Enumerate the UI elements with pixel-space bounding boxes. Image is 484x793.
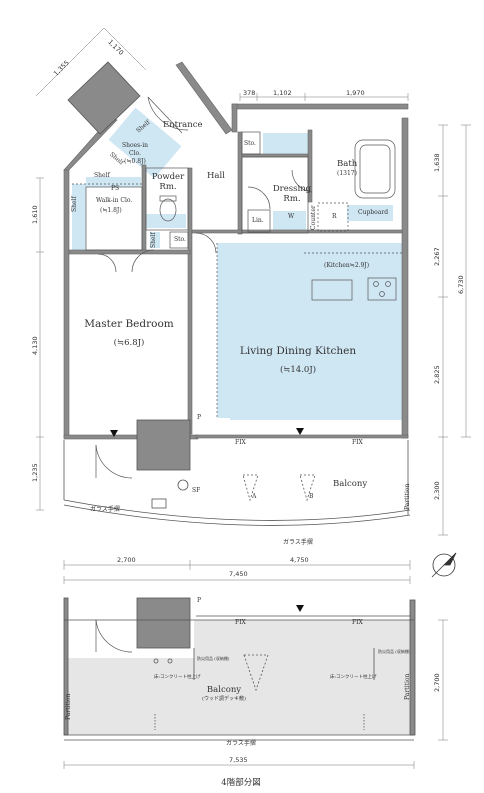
balcony-pillar <box>136 419 191 471</box>
entrance-pillar <box>67 61 141 135</box>
dimension-lines <box>35 27 471 769</box>
concrete-note-right: 床:コンクリート柱上げ <box>330 675 377 680</box>
shelf-label-4: Shelf <box>71 196 78 212</box>
shelf-label-3: Shelf <box>94 172 110 179</box>
dim-right-4: 2,300 <box>433 481 441 500</box>
powder-room-label: Powder <box>151 172 185 182</box>
dim-right-1: 1,638 <box>433 153 441 172</box>
dressing-washer <box>273 211 306 231</box>
partition-lower-right: Partition <box>404 673 411 700</box>
blue-floor-areas <box>72 107 404 604</box>
shelf-label-5: Shelf <box>150 232 157 248</box>
balcony-label: Balcony <box>333 479 368 489</box>
doors <box>95 96 313 653</box>
cupboard-fill <box>347 205 393 221</box>
p-mark-2: P <box>197 597 202 604</box>
storage-note-left: 防災用品 (収納棚) <box>197 656 230 661</box>
p-mark-1: P <box>197 414 202 421</box>
master-bedroom-area: (≒6.8J) <box>113 338 145 348</box>
dim-top-3: 1,970 <box>346 89 365 97</box>
fridge-label: R <box>332 213 337 220</box>
b-mark-label: B <box>309 493 314 500</box>
dim-right-3: 2,825 <box>433 365 441 384</box>
kitchen-area-label: (Kitchen≒2.9J) <box>324 262 370 269</box>
entrance-label: Entrance <box>163 120 203 130</box>
walk-in-closet-shelf-top <box>86 177 141 187</box>
partition-lower-left: Partition <box>65 693 72 720</box>
dressing-room-label-2: Rm. <box>283 194 301 204</box>
glass-rail-label-3: ガラス手摺 <box>226 740 256 747</box>
ldk-lower-floor <box>230 318 402 420</box>
sto-mid-label: Sto. <box>174 236 186 243</box>
bath-size-label: (1317) <box>337 170 357 177</box>
lower-plan-walls <box>63 597 416 741</box>
glass-rail-label-1: ガラス手摺 <box>90 506 120 513</box>
shoes-closet-area: (≒0.8J) <box>124 158 146 165</box>
dim-lower-bottom-total: 7,535 <box>229 756 248 764</box>
concrete-note-left: 床:コンクリート柱上げ <box>154 675 201 680</box>
counter-label: Counter <box>310 205 317 230</box>
ldk-area: (≒14.0J) <box>279 365 317 375</box>
dim-left-3: 1,235 <box>31 463 39 482</box>
fix-label-3: FIX <box>235 619 246 626</box>
balcony-lower-label: Balcony <box>206 685 242 695</box>
shoes-closet-floor <box>108 107 182 179</box>
shoes-closet-label-2: Clo. <box>129 150 141 157</box>
dim-right-2: 2,267 <box>433 247 441 266</box>
master-bedroom-label: Master Bedroom <box>84 318 174 330</box>
lower-balcony-pillar <box>136 597 191 649</box>
storage-note-right: 防災用品 (収納棚) <box>378 649 411 654</box>
dim-left-2: 4,130 <box>31 336 39 355</box>
dim-left-1: 1,610 <box>31 205 39 224</box>
dim-bottom-1: 2,700 <box>117 556 136 564</box>
bath-label: Bath <box>337 159 358 169</box>
thin-lines <box>72 131 402 418</box>
sto-mid-fill <box>150 232 160 248</box>
washer-label: W <box>288 213 295 220</box>
bath-top-shelf <box>263 133 308 155</box>
ldk-label: Living Dining Kitchen <box>239 345 357 357</box>
floor-caption: 4階部分図 <box>221 778 261 788</box>
powder-room-label-2: Rm. <box>159 182 177 192</box>
sto-top-label: Sto. <box>244 140 256 147</box>
fix-label-2: FIX <box>352 439 363 446</box>
pipe-space-label: PS <box>111 185 120 192</box>
linen-label: Lin. <box>252 217 264 224</box>
dim-bottom-total: 7,450 <box>229 570 248 578</box>
kitchen-counter <box>307 275 402 303</box>
dim-top-2: 1,102 <box>273 89 292 97</box>
walk-in-closet-label: Walk-in Clo. <box>96 197 133 204</box>
north-arrow-icon <box>431 552 457 578</box>
fix-label-4: FIX <box>352 619 363 626</box>
a-mark-label: A <box>252 493 257 500</box>
walk-in-closet-area: (≒1.8J) <box>100 207 122 214</box>
fix-label-1: FIX <box>235 439 246 446</box>
cupboard-label: Cupboard <box>358 209 389 216</box>
entry-arrows <box>110 428 304 612</box>
partition-upper-label: Partition <box>404 483 411 510</box>
hall-label: Hall <box>207 171 225 181</box>
shoes-closet-label: Shoes-in <box>121 142 149 149</box>
balcony-lower-note: (ウッド調デッキ敷) <box>202 696 246 702</box>
walls <box>63 61 409 440</box>
dim-lower-right: 2,700 <box>433 673 441 692</box>
dim-bottom-2: 4,750 <box>290 556 309 564</box>
walk-in-closet-shelf-left <box>72 184 86 252</box>
balcony-upper <box>63 440 411 526</box>
glass-rail-label-2: ガラス手摺 <box>283 539 313 546</box>
dressing-room-label: Dressing <box>272 184 312 194</box>
sf-label: SF <box>192 487 201 494</box>
dim-top-1: 378 <box>243 89 256 97</box>
dim-right-total: 6,730 <box>457 275 465 294</box>
